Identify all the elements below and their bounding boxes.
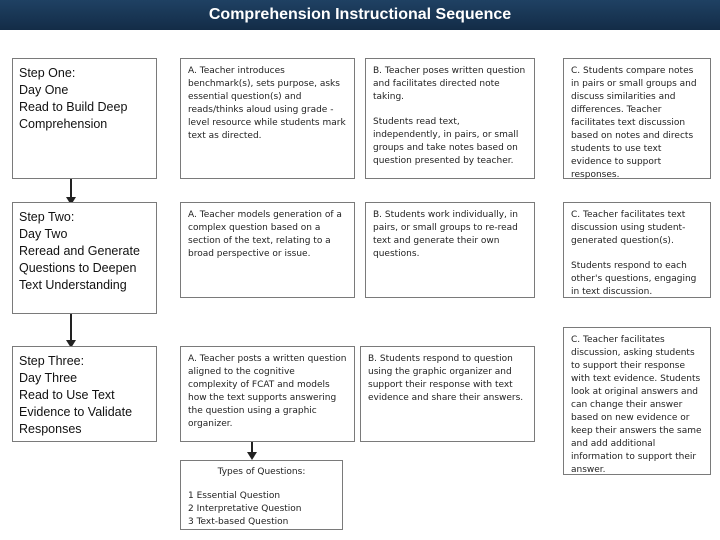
step-one-b-text-2: Students read text, independently, in pa… <box>373 117 519 166</box>
step-three-b-box: B. Students respond to question using th… <box>360 346 535 442</box>
step-two-a-text: A. Teacher models generation of a comple… <box>188 210 342 259</box>
step-one-a-box: A. Teacher introduces benchmark(s), sets… <box>180 58 355 179</box>
question-type-item: 2 Interpretative Question <box>188 504 302 514</box>
step-one-a-text: A. Teacher introduces benchmark(s), sets… <box>188 66 346 141</box>
step-three-a-box: A. Teacher posts a written question alig… <box>180 346 355 442</box>
step-two-c-text-2: Students respond to each other's questio… <box>571 261 697 297</box>
step-two-box: Step Two: Day Two Reread and Generate Qu… <box>12 202 157 314</box>
step-three-b-text: B. Students respond to question using th… <box>368 354 524 403</box>
step-one-c-text: C. Students compare notes in pairs or sm… <box>571 66 697 180</box>
question-type-item: 1 Essential Question <box>188 491 281 501</box>
step-one-c-box: C. Students compare notes in pairs or sm… <box>563 58 711 180</box>
step-two-c-box: C. Teacher facilitates text discussion u… <box>563 202 711 298</box>
page-title: Comprehension Instructional Sequence <box>0 0 720 30</box>
step-three-box: Step Three: Day Three Read to Use Text E… <box>12 346 157 442</box>
step-one-b-text-1: B. Teacher poses written question and fa… <box>373 66 526 102</box>
step-two-c-text-1: C. Teacher facilitates text discussion u… <box>571 210 686 246</box>
step-two-a-box: A. Teacher models generation of a comple… <box>180 202 355 298</box>
types-of-questions-heading: Types of Questions: <box>217 467 306 477</box>
step-two-b-text: B. Students work individually, in pairs,… <box>373 210 518 259</box>
step-one-box: Step One: Day One Read to Build Deep Com… <box>12 58 157 179</box>
step-three-a-text: A. Teacher posts a written question alig… <box>188 354 347 429</box>
types-of-questions-box: Types of Questions: 1 Essential Question… <box>180 460 343 530</box>
step-two-b-box: B. Students work individually, in pairs,… <box>365 202 535 298</box>
question-type-item: 3 Text-based Question <box>188 517 289 527</box>
step-three-c-box: C. Teacher facilitates discussion, askin… <box>563 327 711 475</box>
step-three-c-text: C. Teacher facilitates discussion, askin… <box>571 335 702 475</box>
step-one-b-box: B. Teacher poses written question and fa… <box>365 58 535 179</box>
